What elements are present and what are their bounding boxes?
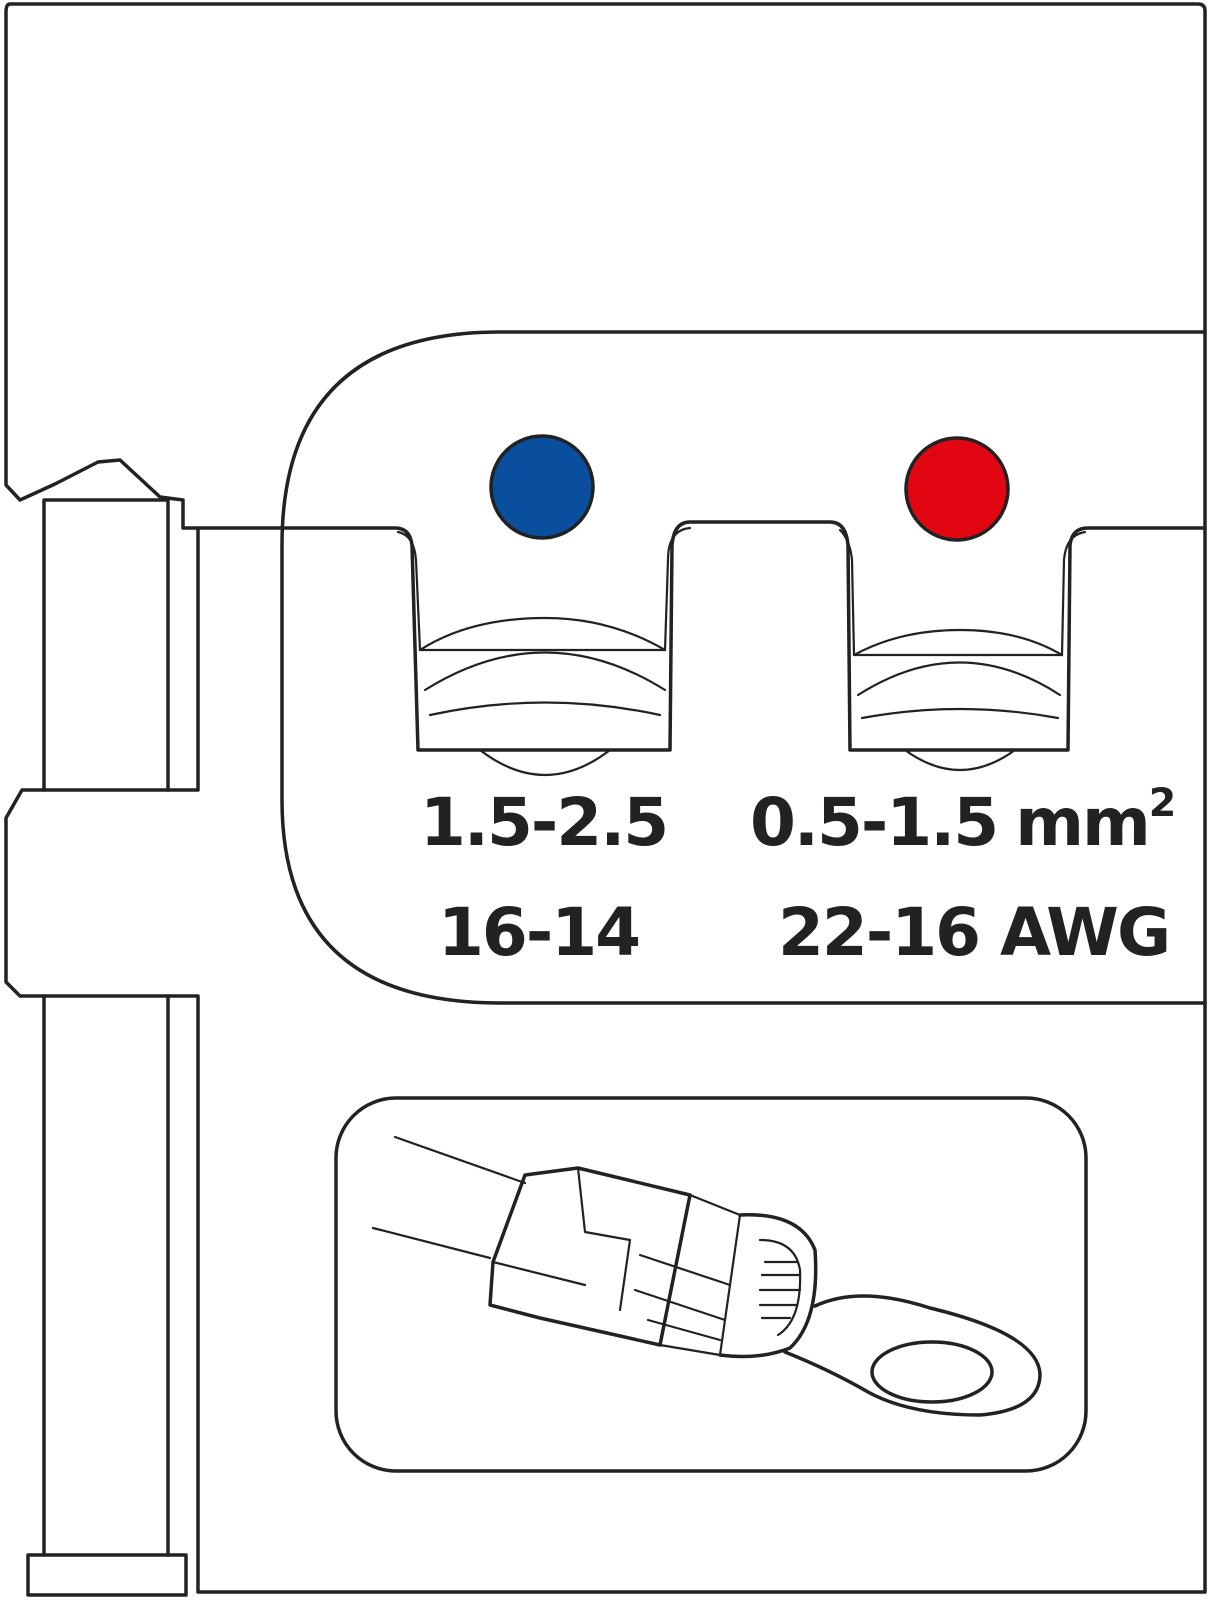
red-marker — [904, 436, 1010, 542]
die-outer-frame — [4, 2, 1207, 1594]
die-foot-plate — [26, 1553, 188, 1597]
mm-unit-text: mm — [1015, 784, 1151, 861]
die-jaw-outline — [280, 330, 1207, 1005]
die-side-rail — [42, 498, 170, 1557]
crimp-profile-inner — [396, 526, 1087, 657]
right-size-mm2-value: 0.5-1.5 — [750, 784, 999, 861]
left-size-mm2-label: 1.5-2.5 — [420, 784, 669, 861]
right-nest-contour — [852, 628, 1064, 772]
illustration-window — [334, 1096, 1088, 1473]
ring-terminal-icon — [371, 1135, 1042, 1417]
left-size-awg-label: 16-14 — [438, 894, 641, 971]
right-size-awg-label: 22-16 AWG — [778, 894, 1171, 971]
mm2-unit: mm2 — [1015, 783, 1176, 861]
squared-exponent: 2 — [1148, 780, 1177, 827]
left-nest-contour — [418, 616, 667, 776]
blue-marker — [489, 434, 595, 540]
